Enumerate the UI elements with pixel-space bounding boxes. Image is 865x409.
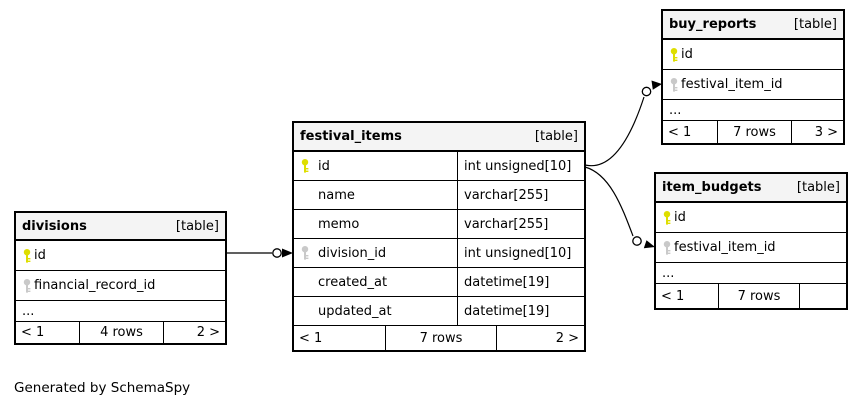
column-row-memo: memo varchar[255]: [294, 210, 584, 239]
more-columns-row: ...: [656, 263, 846, 284]
column-row-id: id int unsigned[10]: [294, 152, 584, 181]
primary-key-icon: [656, 203, 674, 232]
table-tag: [table]: [534, 129, 578, 144]
column-name: id: [674, 210, 686, 225]
generated-by-note: Generated by SchemaSpy: [14, 380, 191, 396]
column-name: updated_at: [318, 303, 392, 319]
table-tag: [table]: [175, 218, 219, 234]
table-header: festival_items [table]: [294, 123, 584, 152]
column-row-name: name varchar[255]: [294, 181, 584, 210]
column-row-division-id: division_id int unsigned[10]: [294, 239, 584, 268]
column-name: memo: [318, 216, 360, 232]
column-type: datetime[19]: [464, 303, 550, 319]
table-pager: < 1 7 rows: [656, 284, 846, 308]
column-name: id: [318, 158, 330, 174]
column-row-id: id: [656, 203, 846, 233]
pager-parents: < 1: [668, 124, 692, 140]
table-pager: < 1 4 rows 2 >: [16, 322, 225, 343]
pager-children: 2 >: [555, 330, 579, 346]
column-name: festival_item_id: [674, 240, 776, 255]
column-name: created_at: [318, 274, 388, 290]
column-name: division_id: [318, 245, 387, 261]
foreign-key-icon: [16, 271, 34, 300]
table-title: buy_reports: [669, 17, 757, 32]
foreign-key-icon: [300, 246, 318, 260]
column-type: varchar[255]: [464, 187, 549, 203]
column-type: int unsigned[10]: [464, 158, 572, 174]
column-row-financial-record-id: financial_record_id: [16, 271, 225, 301]
edge-festival-items-to-buy-reports: [584, 96, 645, 167]
more-columns-row: ...: [16, 301, 225, 322]
column-row-updated-at: updated_at datetime[19]: [294, 297, 584, 326]
table-festival-items[interactable]: festival_items [table] id int unsigned[1…: [292, 121, 586, 352]
table-header: divisions [table]: [16, 213, 225, 241]
column-row-id: id: [663, 40, 843, 70]
pager-parents: < 1: [21, 325, 45, 340]
column-type: int unsigned[10]: [464, 245, 572, 261]
foreign-key-icon: [656, 233, 674, 262]
zero-or-one-circle: [632, 236, 642, 246]
table-pager: < 1 7 rows 2 >: [294, 326, 584, 350]
column-row-id: id: [16, 241, 225, 271]
pager-children: 2 >: [196, 325, 220, 340]
pager-row-count: 7 rows: [717, 121, 792, 143]
edge-festival-items-to-item-budgets: [584, 166, 634, 237]
pager-row-count: 4 rows: [79, 322, 164, 343]
table-title: item_budgets: [662, 180, 762, 195]
table-tag: [table]: [793, 17, 837, 32]
column-type: datetime[19]: [464, 274, 550, 290]
column-name: id: [34, 248, 46, 263]
primary-key-icon: [16, 241, 34, 270]
table-header: buy_reports [table]: [663, 11, 843, 40]
pager-children: 3 >: [814, 124, 838, 140]
table-title: divisions: [22, 218, 87, 234]
pager-row-count: 7 rows: [718, 284, 800, 308]
ellipsis: ...: [669, 102, 682, 118]
pager-parents: < 1: [299, 330, 323, 346]
table-title: festival_items: [300, 129, 402, 144]
column-name: id: [681, 47, 693, 62]
table-pager: < 1 7 rows 3 >: [663, 121, 843, 143]
primary-key-icon: [663, 40, 681, 69]
column-name: name: [318, 187, 355, 203]
ellipsis: ...: [22, 303, 35, 319]
column-name: financial_record_id: [34, 278, 156, 293]
zero-or-one-circle: [272, 248, 282, 258]
table-divisions[interactable]: divisions [table] id financial_record_id…: [14, 211, 227, 345]
ellipsis: ...: [662, 265, 675, 281]
primary-key-icon: [300, 159, 318, 173]
table-header: item_budgets [table]: [656, 174, 846, 203]
more-columns-row: ...: [663, 100, 843, 121]
pager-parents: < 1: [661, 288, 685, 304]
pager-row-count: 7 rows: [385, 326, 497, 350]
column-row-festival-item-id: festival_item_id: [663, 70, 843, 100]
foreign-key-icon: [663, 70, 681, 99]
column-name: festival_item_id: [681, 77, 783, 92]
column-row-created-at: created_at datetime[19]: [294, 268, 584, 297]
table-tag: [table]: [796, 180, 840, 195]
column-type: varchar[255]: [464, 216, 549, 232]
zero-or-one-circle: [641, 86, 652, 97]
column-row-festival-item-id: festival_item_id: [656, 233, 846, 263]
table-buy-reports[interactable]: buy_reports [table] id festival_item_id …: [661, 9, 845, 145]
pager-children: [800, 284, 846, 308]
table-item-budgets[interactable]: item_budgets [table] id festival_item_id…: [654, 172, 848, 310]
